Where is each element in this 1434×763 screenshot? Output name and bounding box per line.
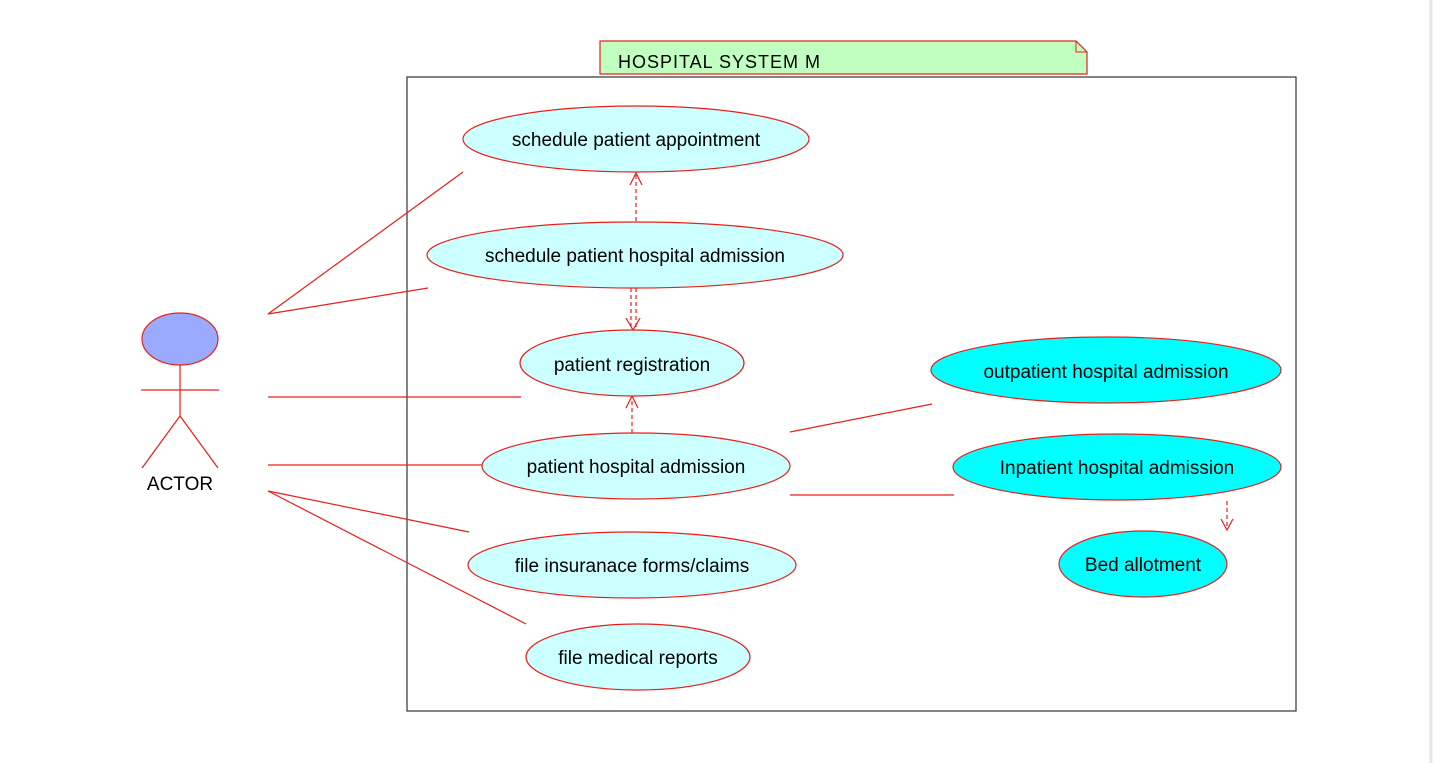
use-case-shape[interactable] <box>462 105 810 173</box>
use-case-label: Bed allotment <box>1085 555 1202 576</box>
dependency-inpatient-to-bed <box>1220 501 1234 532</box>
use-case-label: schedule patient appointment <box>512 130 761 151</box>
dependency-arrowhead <box>625 317 641 332</box>
assoc-outpatient <box>789 403 933 433</box>
title-note-fold <box>1075 41 1087 53</box>
use-case-schedule-admission[interactable]: schedule patient hospital admission <box>426 221 844 289</box>
use-case-label: Inpatient hospital admission <box>1000 458 1234 479</box>
assoc-schedule-appointment <box>267 171 464 315</box>
use-case-label: file medical reports <box>558 648 717 669</box>
use-case-bed-allotment[interactable]: Bed allotment <box>1058 530 1228 598</box>
dependency-admission-to-registration <box>625 288 641 332</box>
actor: ACTOR <box>141 312 219 495</box>
actor-right-leg <box>179 415 219 469</box>
actor-label: ACTOR <box>147 474 213 495</box>
dependency-arrowhead <box>629 171 643 186</box>
use-case-registration[interactable]: patient registration <box>519 329 745 397</box>
use-case-shape[interactable] <box>952 433 1282 501</box>
title-note-shape <box>599 40 1088 75</box>
use-case-outpatient[interactable]: outpatient hospital admission <box>930 336 1282 404</box>
use-case-insurance[interactable]: file insuranace forms/claims <box>467 531 797 599</box>
assoc-insurance <box>267 490 470 533</box>
use-case-label: patient hospital admission <box>527 457 746 478</box>
dependency-arrowhead <box>1220 518 1234 532</box>
assoc-schedule-admission <box>267 287 429 315</box>
use-case-shape[interactable] <box>481 432 791 500</box>
use-case-inpatient[interactable]: Inpatient hospital admission <box>952 433 1282 501</box>
title-note: HOSPITAL SYSTEM M <box>599 40 1088 75</box>
use-case-hospital-admission[interactable]: patient hospital admission <box>481 432 791 500</box>
actor-left-leg <box>141 415 181 469</box>
use-case-shape[interactable] <box>519 329 745 397</box>
use-case-shape[interactable] <box>426 221 844 289</box>
use-case-shape[interactable] <box>930 336 1282 404</box>
dependency-hospital-admission-to-registration <box>625 394 639 433</box>
use-case-label: patient registration <box>554 355 710 376</box>
use-case-label: file insuranace forms/claims <box>515 556 749 577</box>
use-case-label: outpatient hospital admission <box>983 362 1228 383</box>
system-boundary <box>406 76 1297 712</box>
diagram-title: HOSPITAL SYSTEM M <box>618 52 821 72</box>
use-case-shape[interactable] <box>1058 530 1228 598</box>
use-case-schedule-appointment[interactable]: schedule patient appointment <box>462 105 810 173</box>
use-case-shape[interactable] <box>467 531 797 599</box>
dependency-admission-to-appointment <box>629 171 643 221</box>
use-case-medical-reports[interactable]: file medical reports <box>525 623 751 691</box>
use-case-label: schedule patient hospital admission <box>485 246 785 267</box>
use-case-shape[interactable] <box>525 623 751 691</box>
actor-associations <box>267 171 527 625</box>
assoc-medical-reports <box>267 490 527 625</box>
actor-head <box>141 312 219 366</box>
